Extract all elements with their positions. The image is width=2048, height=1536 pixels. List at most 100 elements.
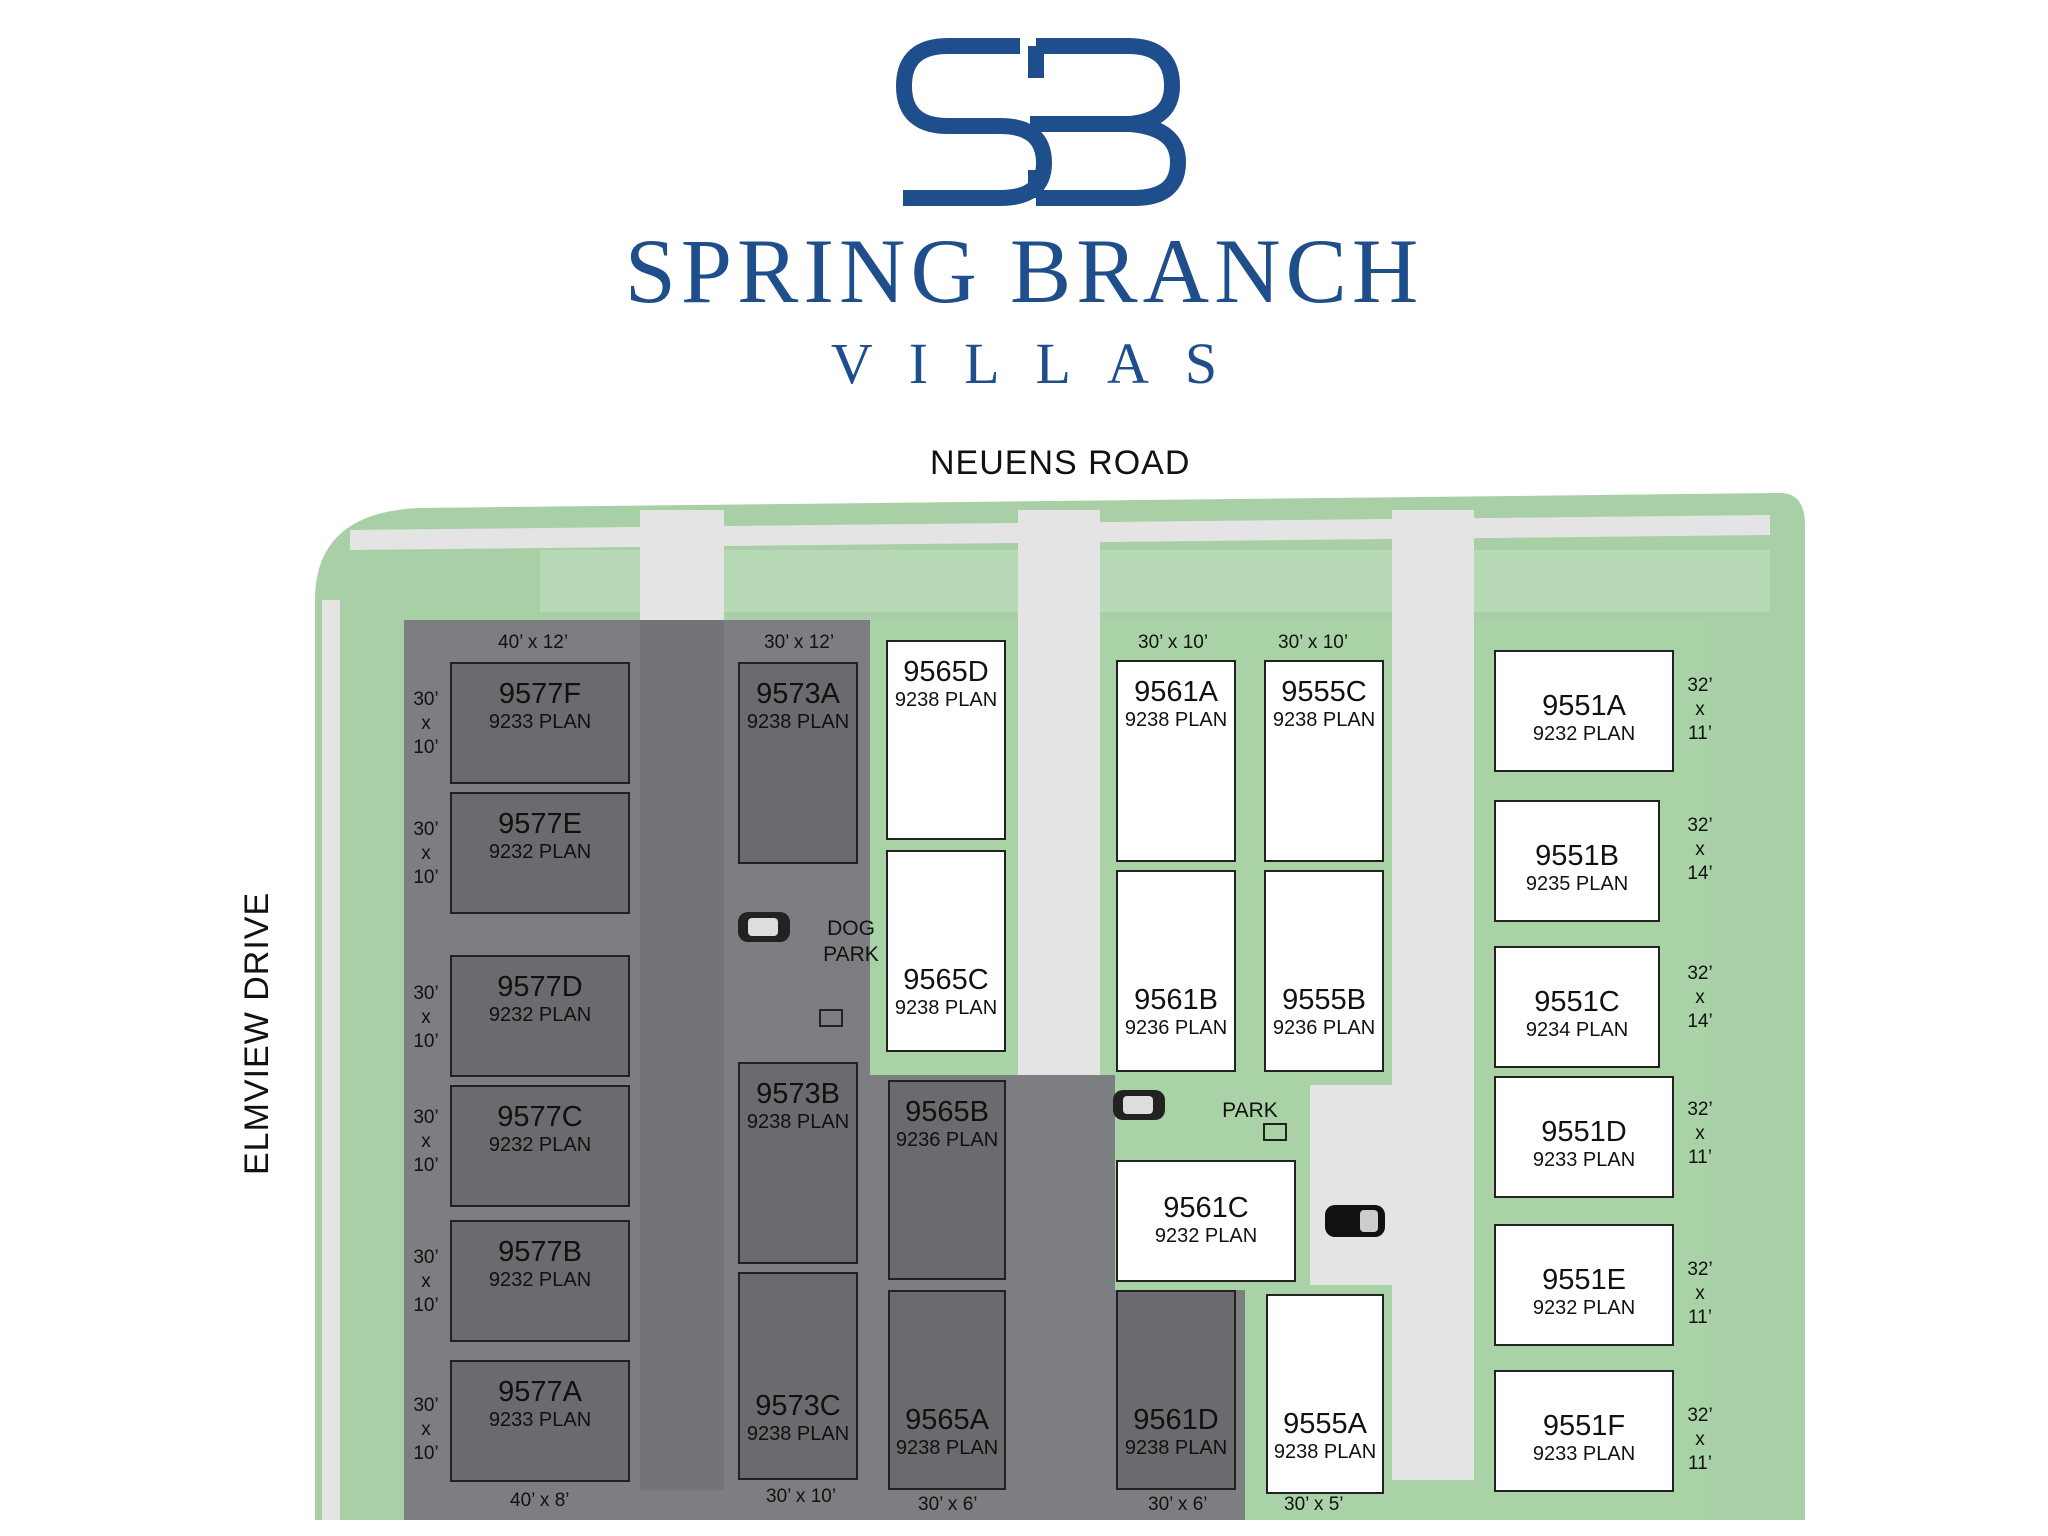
lot-plan: 9232 PLAN xyxy=(488,841,592,863)
car-icon-2 xyxy=(1113,1090,1165,1120)
street-label-neuens-road: NEUENS ROAD xyxy=(930,444,1191,482)
lot-number: 9561A xyxy=(1134,676,1218,708)
dim-line: 14’ xyxy=(1687,1011,1713,1032)
dog-park-label-line: DOG xyxy=(827,917,875,940)
dim-line: 10’ xyxy=(413,737,439,758)
brand-subtitle: VILLAS xyxy=(830,331,1254,396)
dimension-label: 30’ x 12’ xyxy=(764,632,835,653)
lot-plan: 9238 PLAN xyxy=(746,1111,850,1133)
dimension-label: 30’ x 6’ xyxy=(918,1494,978,1515)
lot-number: 9577E xyxy=(498,808,582,840)
lot-number: 9551A xyxy=(1542,690,1626,722)
lot-number: 9555A xyxy=(1283,1408,1367,1440)
park-label: PARK xyxy=(1222,1099,1278,1122)
dim-line: 30’ xyxy=(413,1247,439,1268)
lot-plan: 9238 PLAN xyxy=(895,1437,999,1459)
dimension-label-vertical: 32’ x 11’ xyxy=(1680,1258,1720,1330)
dim-line: 32’ xyxy=(1687,1405,1713,1426)
lot-plan: 9233 PLAN xyxy=(1532,1443,1636,1465)
lot-number: 9565B xyxy=(905,1096,989,1128)
dim-line: x xyxy=(1695,1283,1705,1304)
lot-number: 9577C xyxy=(497,1101,583,1133)
dim-line: 11’ xyxy=(1688,723,1712,744)
dim-line: 30’ xyxy=(413,1395,439,1416)
lot-plan: 9233 PLAN xyxy=(1532,1149,1636,1171)
lot-plan: 9232 PLAN xyxy=(1532,723,1636,745)
lot-plan: 9232 PLAN xyxy=(488,1004,592,1026)
park-bench-icon-2 xyxy=(1263,1123,1287,1141)
driveway-top-1 xyxy=(640,510,724,620)
dim-line: 30’ xyxy=(413,819,439,840)
dim-line: 10’ xyxy=(413,1295,439,1316)
lot-number: 9555C xyxy=(1281,676,1367,708)
car-icon xyxy=(738,912,790,942)
lot-number: 9573C xyxy=(755,1390,841,1422)
dim-line: x xyxy=(1695,699,1705,720)
green-strip xyxy=(540,550,1770,612)
lot-plan: 9232 PLAN xyxy=(1532,1297,1636,1319)
dog-park-label-line: PARK xyxy=(823,943,879,966)
dim-line: x xyxy=(1695,987,1705,1008)
parking-court xyxy=(1310,1085,1392,1285)
dim-line: 11’ xyxy=(1688,1307,1712,1328)
lot-number: 9551F xyxy=(1542,1410,1626,1442)
lot-number: 9565C xyxy=(903,964,989,996)
lot-plan: 9238 PLAN xyxy=(1272,709,1376,731)
dim-line: 32’ xyxy=(1687,675,1713,696)
dim-line: 32’ xyxy=(1687,1259,1713,1280)
lot-plan: 9236 PLAN xyxy=(1272,1017,1376,1039)
lot-plan: 9238 PLAN xyxy=(746,1423,850,1445)
lot-number: 9577A xyxy=(498,1376,582,1408)
lot-plan: 9238 PLAN xyxy=(894,689,998,711)
lot-number: 9565A xyxy=(905,1404,989,1436)
brand-name: SPRING BRANCH xyxy=(624,220,1424,322)
dim-line: x xyxy=(421,1131,431,1152)
dim-line: x xyxy=(421,1271,431,1292)
dim-line: 10’ xyxy=(413,867,439,888)
dim-line: 32’ xyxy=(1687,1099,1713,1120)
dimension-label: 30’ x 5’ xyxy=(1284,1494,1344,1515)
lot-plan: 9235 PLAN xyxy=(1525,873,1629,895)
dim-line: x xyxy=(421,1007,431,1028)
dimension-label: 40’ x 12’ xyxy=(498,632,569,653)
lot-number: 9551C xyxy=(1534,986,1620,1018)
lot-plan: 9233 PLAN xyxy=(488,1409,592,1431)
lot-number: 9565D xyxy=(903,656,989,688)
lot-number: 9577F xyxy=(498,678,582,710)
lot-plan: 9234 PLAN xyxy=(1525,1019,1629,1041)
dim-line: 14’ xyxy=(1687,863,1713,884)
lot-plan: 9238 PLAN xyxy=(894,997,998,1019)
